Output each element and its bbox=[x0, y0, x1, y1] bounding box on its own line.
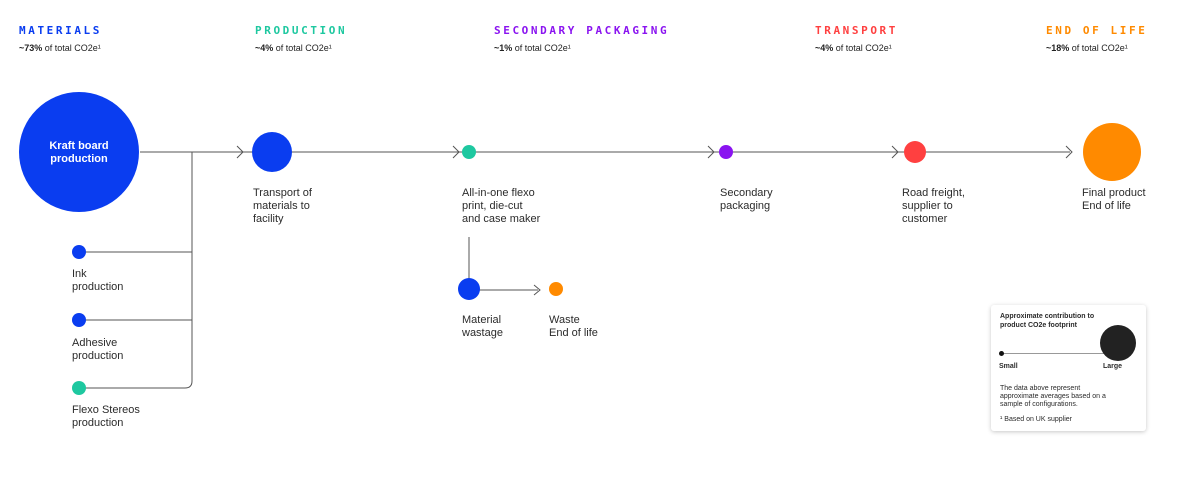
label-line: Transport of bbox=[253, 187, 312, 199]
label-line: production bbox=[72, 417, 124, 429]
arrowhead bbox=[533, 284, 541, 296]
phase-title: END OF LIFE bbox=[1046, 24, 1148, 37]
adhesive-node bbox=[72, 313, 86, 327]
waste-node bbox=[549, 282, 563, 296]
secondary-packaging-label: Secondary packaging bbox=[720, 187, 773, 213]
legend-small-label: Small bbox=[999, 363, 1018, 370]
phase-pct-value: ~1% bbox=[494, 43, 513, 53]
phase-pct-value: ~4% bbox=[255, 43, 274, 53]
label-line: Material bbox=[462, 314, 502, 326]
arrowhead bbox=[891, 145, 899, 159]
transport-materials-label: Transport of materials to facility bbox=[253, 187, 312, 226]
label-line: facility bbox=[253, 213, 284, 225]
label-line: Adhesive bbox=[72, 337, 118, 349]
label-line: production bbox=[72, 281, 124, 293]
phase-pct-text: of total CO2e¹ bbox=[833, 43, 892, 53]
label-line: production bbox=[72, 350, 124, 362]
phase-percentage: ~73% of total CO2e¹ bbox=[19, 43, 102, 53]
material-wastage-label: Material wastage bbox=[462, 314, 503, 340]
transport-materials-node bbox=[252, 132, 292, 172]
phase-percentage: ~4% of total CO2e¹ bbox=[255, 43, 347, 53]
phase-title: PRODUCTION bbox=[255, 24, 348, 37]
material-wastage-node bbox=[458, 278, 480, 300]
final-product-label: Final product End of life bbox=[1082, 187, 1146, 213]
road-freight-node bbox=[904, 141, 926, 163]
label-line: packaging bbox=[720, 200, 771, 212]
kraft-board-label: Kraft board production bbox=[49, 140, 109, 165]
phase-pct-text: of total CO2e¹ bbox=[42, 43, 101, 53]
flexo-stereos-label: Flexo Stereos production bbox=[72, 404, 140, 430]
legend-note: The data above represent approximate ave… bbox=[1000, 385, 1106, 408]
phase-pct-text: of total CO2e¹ bbox=[1069, 43, 1128, 53]
phase-pct-text: of total CO2e¹ bbox=[512, 43, 571, 53]
phase-secondary-packaging: SECONDARY PACKAGING ~1% of total CO2e¹ bbox=[494, 24, 669, 53]
phase-production: PRODUCTION ~4% of total CO2e¹ bbox=[255, 24, 347, 53]
label-line: Waste bbox=[549, 314, 580, 326]
phase-end-of-life: END OF LIFE ~18% of total CO2e¹ bbox=[1046, 24, 1147, 53]
phase-pct-value: ~73% bbox=[19, 43, 43, 53]
phase-title: TRANSPORT bbox=[815, 24, 899, 37]
label-line: wastage bbox=[462, 327, 503, 339]
label-line: supplier to bbox=[902, 200, 953, 212]
legend-scale-line bbox=[1001, 353, 1111, 354]
phase-pct-text: of total CO2e¹ bbox=[273, 43, 332, 53]
label-line: Secondary bbox=[720, 187, 773, 199]
flexo-stereos-node bbox=[72, 381, 86, 395]
legend-large-dot bbox=[1100, 325, 1136, 361]
phase-pct-value: ~4% bbox=[815, 43, 834, 53]
label-line: End of life bbox=[549, 327, 598, 339]
road-freight-label: Road freight, supplier to customer bbox=[902, 187, 965, 226]
secondary-packaging-node bbox=[719, 145, 733, 159]
materials-bus-line bbox=[79, 152, 193, 389]
waste-label: Waste End of life bbox=[549, 314, 598, 340]
label-line: Road freight, bbox=[902, 187, 965, 199]
flexo-label: All-in-one flexo print, die-cut and case… bbox=[462, 187, 540, 226]
legend-footnote: ¹ Based on UK supplier bbox=[1000, 416, 1072, 423]
arrowhead bbox=[452, 145, 460, 159]
phase-materials: MATERIALS ~73% of total CO2e¹ bbox=[19, 24, 102, 53]
label-line: All-in-one flexo bbox=[462, 187, 535, 199]
legend-title: Approximate contribution to product CO2e… bbox=[1000, 313, 1095, 329]
label-line: Ink bbox=[72, 268, 87, 280]
legend-card: Approximate contribution to product CO2e… bbox=[991, 305, 1146, 431]
final-product-node bbox=[1083, 123, 1141, 181]
phase-transport: TRANSPORT ~4% of total CO2e¹ bbox=[815, 24, 898, 53]
arrowhead bbox=[707, 145, 715, 159]
label-line: End of life bbox=[1082, 200, 1131, 212]
label-line: Flexo Stereos bbox=[72, 404, 140, 416]
phase-percentage: ~18% of total CO2e¹ bbox=[1046, 43, 1147, 53]
phase-percentage: ~1% of total CO2e¹ bbox=[494, 43, 669, 53]
legend-large-label: Large bbox=[1103, 363, 1123, 370]
phase-pct-value: ~18% bbox=[1046, 43, 1070, 53]
phase-title: SECONDARY PACKAGING bbox=[494, 24, 670, 37]
adhesive-label: Adhesive production bbox=[72, 337, 123, 363]
arrowhead bbox=[236, 145, 244, 159]
phase-title: MATERIALS bbox=[19, 24, 103, 37]
label-line: and case maker bbox=[462, 213, 541, 225]
label-line: Final product bbox=[1082, 187, 1146, 199]
flexo-node bbox=[462, 145, 476, 159]
ink-node bbox=[72, 245, 86, 259]
ink-label: Ink production bbox=[72, 268, 123, 294]
phase-percentage: ~4% of total CO2e¹ bbox=[815, 43, 898, 53]
label-line: customer bbox=[902, 213, 948, 225]
label-line: print, die-cut bbox=[462, 200, 523, 212]
arrowhead bbox=[1065, 145, 1073, 159]
legend-small-dot bbox=[999, 351, 1004, 356]
kraft-board-node bbox=[19, 92, 139, 212]
label-line: materials to bbox=[253, 200, 310, 212]
